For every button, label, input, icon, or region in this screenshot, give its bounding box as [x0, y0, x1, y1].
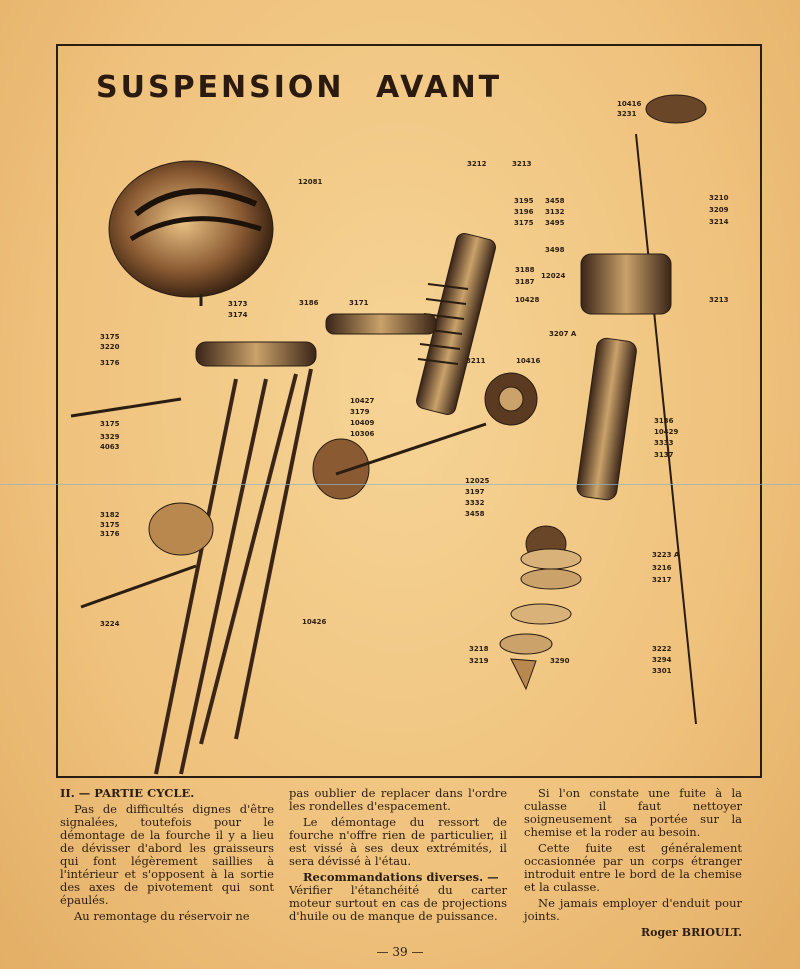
text-column-2: pas oublier de replacer dans l'ordre les… [289, 787, 507, 926]
steering-column-icon [499, 94, 707, 725]
paragraph: Le démontage du ressort de fourche n'off… [289, 815, 507, 868]
label-3137: 3137 [654, 451, 674, 459]
fork-spring-icon [416, 233, 496, 415]
label-3214: 3214 [709, 218, 729, 226]
paragraph: pas oublier de replacer dans l'ordre les… [289, 786, 507, 813]
label-3175: 3175 [100, 521, 120, 529]
label-3175: 3175 [514, 219, 534, 227]
label-10409: 10409 [350, 419, 374, 427]
label-3210: 3210 [709, 194, 729, 202]
label-3223a: 3223 A [652, 551, 680, 559]
label-3197: 3197 [465, 488, 485, 496]
link-arm-icon [325, 313, 437, 335]
label-3224: 3224 [100, 620, 120, 628]
label-3498: 3498 [545, 246, 565, 254]
upper-bracket-icon [195, 341, 317, 367]
subheading: Recommandations diverses. — [289, 871, 507, 884]
label-3458: 3458 [545, 197, 565, 205]
label-3182: 3182 [100, 511, 120, 519]
label-3179: 3179 [350, 408, 370, 416]
label-3333: 3333 [654, 439, 674, 447]
headlamp-icon [108, 160, 274, 306]
page-title: SUSPENSION AVANT [96, 70, 503, 105]
lower-link-icon [148, 502, 214, 556]
label-3290: 3290 [550, 657, 570, 665]
label-3187: 3187 [515, 278, 535, 286]
label-3458: 3458 [465, 510, 485, 518]
label-3176: 3176 [100, 530, 120, 538]
label-10416: 10416 [516, 357, 540, 365]
label-10428: 10428 [515, 296, 539, 304]
label-3231: 3231 [617, 110, 637, 118]
bolt-3224-icon [80, 564, 197, 609]
label-10429: 10429 [654, 428, 678, 436]
paragraph: Pas de difficultés dignes d'être signalé… [60, 802, 274, 907]
label-3196: 3196 [514, 208, 534, 216]
paragraph: Cette fuite est généralement occasionnée… [524, 841, 742, 894]
label-3211: 3211 [466, 357, 486, 365]
paragraph: Vérifier l'étanchéité du carter moteur s… [289, 883, 507, 923]
paragraph: Au remontage du réservoir ne [74, 909, 250, 923]
label-10427: 10427 [350, 397, 374, 405]
exploded-diagram: 12081 3173 3174 3186 3171 3175 3220 3176… [70, 94, 729, 775]
label-3173: 3173 [228, 300, 248, 308]
label-3222: 3222 [652, 645, 672, 653]
label-3495: 3495 [545, 219, 565, 227]
friction-damper-icon [484, 372, 538, 426]
label-3220: 3220 [100, 343, 120, 351]
paragraph: Si l'on constate une fuite à la culasse … [524, 786, 742, 839]
axle-housing-icon [312, 438, 370, 500]
label-12024: 12024 [541, 272, 565, 280]
label-3213: 3213 [709, 296, 729, 304]
label-3294: 3294 [652, 656, 672, 664]
label-3329: 3329 [100, 433, 120, 441]
label-10416: 10416 [617, 100, 641, 108]
label-3188: 3188 [515, 266, 535, 274]
label-12081: 12081 [298, 178, 322, 186]
label-10306: 10306 [350, 430, 374, 438]
label-3174: 3174 [228, 311, 248, 319]
label-3175: 3175 [100, 420, 120, 428]
label-3209: 3209 [709, 206, 729, 214]
illustration-frame [56, 44, 762, 778]
label-3207a: 3207 A [549, 330, 577, 338]
label-12025: 12025 [465, 477, 489, 485]
label-3217: 3217 [652, 576, 672, 584]
label-3132: 3132 [545, 208, 565, 216]
label-3212: 3212 [467, 160, 487, 168]
signature: Roger BRIOULT. [641, 926, 742, 939]
label-3332: 3332 [465, 499, 485, 507]
label-3186: 3186 [299, 299, 319, 307]
section-heading: II. — PARTIE CYCLE. [60, 786, 195, 800]
bolt-3175-icon [70, 397, 182, 418]
fork-blades-icon [154, 368, 313, 775]
label-3301: 3301 [652, 667, 672, 675]
label-3218: 3218 [469, 645, 489, 653]
text-column-3: Si l'on constate une fuite à la culasse … [524, 787, 742, 942]
text-column-1: II. — PARTIE CYCLE. Pas de difficultés d… [60, 787, 274, 926]
label-3216: 3216 [652, 564, 672, 572]
page-number: — 39 — [376, 945, 424, 959]
label-3171: 3171 [349, 299, 369, 307]
label-3136: 3136 [654, 417, 674, 425]
label-10426: 10426 [302, 618, 326, 626]
label-3195: 3195 [514, 197, 534, 205]
paragraph: Ne jamais employer d'enduit pour joints. [524, 896, 742, 923]
label-3219: 3219 [469, 657, 489, 665]
label-4063: 4063 [100, 443, 120, 451]
label-3176: 3176 [100, 359, 120, 367]
scan-line [0, 484, 800, 485]
label-3213: 3213 [512, 160, 532, 168]
subheading-label: Recommandations diverses. — [303, 870, 499, 884]
label-3175: 3175 [100, 333, 120, 341]
